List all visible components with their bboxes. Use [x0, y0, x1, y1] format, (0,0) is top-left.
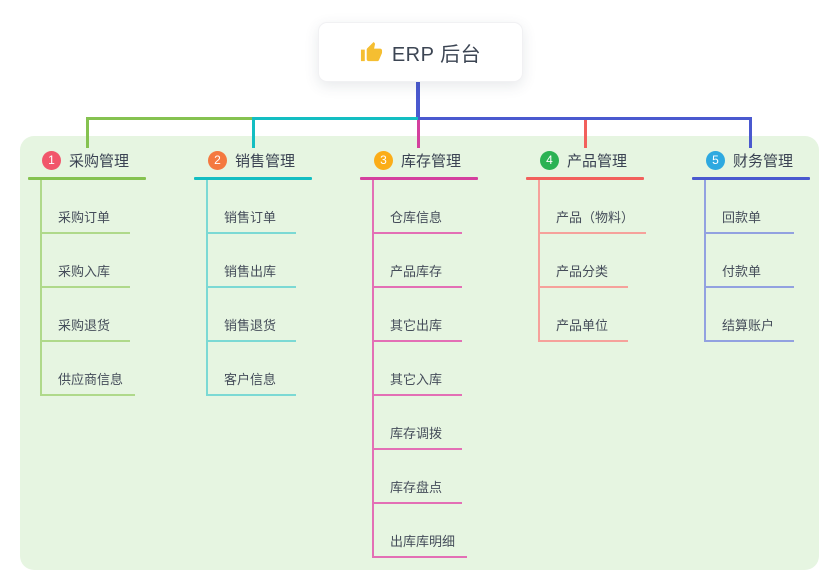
- child-node[interactable]: 库存调拨: [374, 396, 462, 450]
- branch-underline: [28, 177, 146, 180]
- child-node[interactable]: 结算账户: [706, 288, 794, 342]
- child-node[interactable]: 其它出库: [374, 288, 462, 342]
- branch-column-2: 2 销售管理 销售订单 销售出库 销售退货 客户信息: [194, 147, 354, 396]
- child-node-label: 库存调拨: [390, 426, 443, 441]
- branch-column-5: 5 财务管理 回款单 付款单 结算账户: [692, 147, 839, 342]
- branch-underline: [360, 177, 478, 180]
- branch-column-1: 1 采购管理 采购订单 采购入库 采购退货 供应商信息: [28, 147, 188, 396]
- root-stem-connector: [416, 82, 420, 118]
- child-node[interactable]: 客户信息: [208, 342, 296, 396]
- child-node[interactable]: 销售出库: [208, 234, 296, 288]
- child-node[interactable]: 产品（物料）: [540, 180, 647, 234]
- branches-panel: [20, 136, 819, 570]
- child-node-label: 销售订单: [224, 210, 277, 225]
- branch-children: 回款单 付款单 结算账户: [704, 180, 794, 342]
- branch-drop-connector: [584, 117, 587, 148]
- branch-title-label: 销售管理: [235, 152, 296, 170]
- child-node[interactable]: 采购入库: [42, 234, 130, 288]
- bus-connector-middle: [252, 117, 418, 120]
- child-node[interactable]: 库存盘点: [374, 450, 462, 504]
- bus-connector-right: [418, 117, 752, 120]
- branch-title[interactable]: 2 销售管理: [194, 147, 295, 173]
- child-node[interactable]: 供应商信息: [42, 342, 136, 396]
- thumbs-up-icon: [360, 41, 382, 61]
- branch-underline: [194, 177, 312, 180]
- branch-number-badge: 5: [706, 150, 725, 170]
- child-node[interactable]: 仓库信息: [374, 180, 462, 234]
- child-node-label: 仓库信息: [390, 210, 443, 225]
- child-node-label: 出库库明细: [390, 534, 456, 549]
- branch-children: 仓库信息 产品库存 其它出库 其它入库 库存调拨 库存盘点 出库库明细: [372, 180, 468, 558]
- child-node[interactable]: 销售退货: [208, 288, 296, 342]
- child-node[interactable]: 采购订单: [42, 180, 130, 234]
- branch-underline: [526, 177, 644, 180]
- branch-children: 产品（物料） 产品分类 产品单位: [538, 180, 647, 342]
- child-node-label: 采购订单: [58, 210, 111, 225]
- branch-title-label: 产品管理: [567, 152, 628, 170]
- child-node[interactable]: 产品分类: [540, 234, 628, 288]
- branch-title-label: 采购管理: [69, 152, 130, 170]
- root-node[interactable]: ERP 后台: [318, 22, 523, 82]
- child-node[interactable]: 回款单: [706, 180, 794, 234]
- child-node[interactable]: 其它入库: [374, 342, 462, 396]
- child-node-label: 付款单: [722, 264, 762, 279]
- child-node-label: 其它出库: [390, 318, 443, 333]
- branch-number-badge: 4: [540, 150, 559, 170]
- branch-drop-connector: [86, 117, 89, 148]
- child-node[interactable]: 出库库明细: [374, 504, 468, 558]
- branch-number-badge: 1: [42, 150, 61, 170]
- child-node[interactable]: 采购退货: [42, 288, 130, 342]
- branch-title-label: 财务管理: [733, 152, 794, 170]
- child-node-label: 客户信息: [224, 372, 277, 387]
- branch-children: 采购订单 采购入库 采购退货 供应商信息: [40, 180, 136, 396]
- branch-title-label: 库存管理: [401, 152, 462, 170]
- branch-drop-connector: [252, 117, 255, 148]
- child-node-label: 采购入库: [58, 264, 111, 279]
- child-node-label: 产品单位: [556, 318, 609, 333]
- child-node-label: 销售退货: [224, 318, 277, 333]
- child-node-label: 结算账户: [722, 318, 775, 333]
- branch-column-4: 4 产品管理 产品（物料） 产品分类 产品单位: [526, 147, 686, 342]
- child-node-label: 产品库存: [390, 264, 443, 279]
- branch-number-badge: 2: [208, 150, 227, 170]
- child-node[interactable]: 产品单位: [540, 288, 628, 342]
- root-node-label: ERP 后台: [391, 43, 482, 66]
- child-node-label: 其它入库: [390, 372, 443, 387]
- branch-number-badge: 3: [374, 150, 393, 170]
- child-node-label: 回款单: [722, 210, 762, 225]
- branch-column-3: 3 库存管理 仓库信息 产品库存 其它出库 其它入库 库存调拨 库存盘点 出库库…: [360, 147, 520, 558]
- branch-title[interactable]: 5 财务管理: [692, 147, 793, 173]
- bus-connector-left: [86, 117, 252, 120]
- branch-title[interactable]: 1 采购管理: [28, 147, 129, 173]
- branch-drop-connector: [417, 117, 420, 148]
- child-node-label: 库存盘点: [390, 480, 443, 495]
- branch-title[interactable]: 3 库存管理: [360, 147, 461, 173]
- child-node-label: 产品分类: [556, 264, 609, 279]
- child-node-label: 供应商信息: [58, 372, 124, 387]
- branch-drop-connector: [749, 117, 752, 148]
- branch-children: 销售订单 销售出库 销售退货 客户信息: [206, 180, 296, 396]
- child-node-label: 产品（物料）: [556, 210, 635, 225]
- branch-underline: [692, 177, 810, 180]
- child-node-label: 销售出库: [224, 264, 277, 279]
- branch-title[interactable]: 4 产品管理: [526, 147, 627, 173]
- child-node-label: 采购退货: [58, 318, 111, 333]
- child-node[interactable]: 付款单: [706, 234, 794, 288]
- child-node[interactable]: 销售订单: [208, 180, 296, 234]
- child-node[interactable]: 产品库存: [374, 234, 462, 288]
